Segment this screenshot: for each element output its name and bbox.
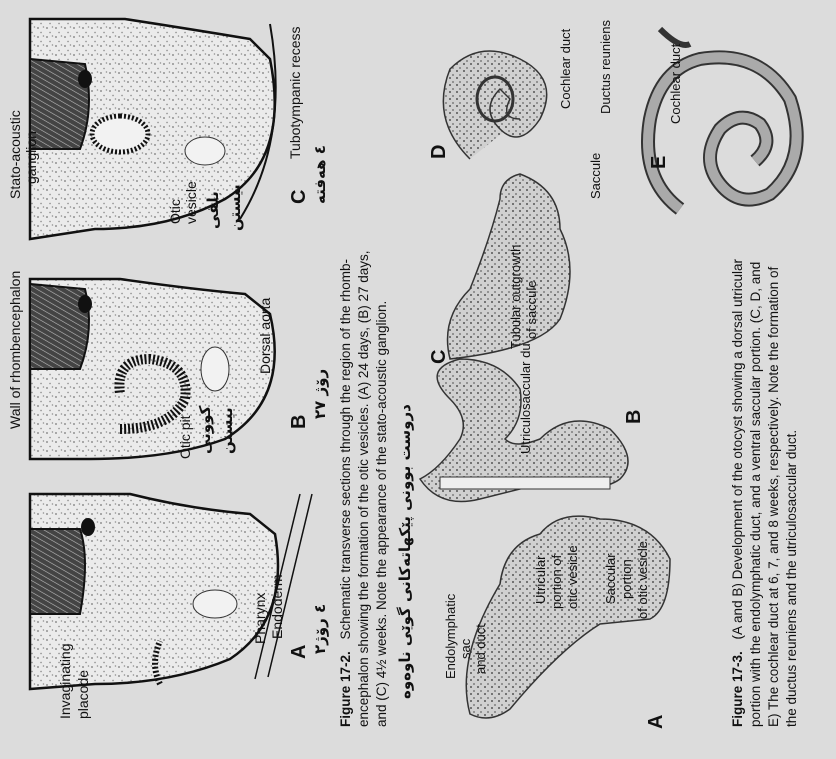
label-tubular: Tubular outgrowth — [508, 245, 523, 349]
label-cochlear-duct-d: Cochlear duct — [558, 28, 573, 109]
panel-b-kurdish-1: كوونى — [196, 405, 214, 454]
fig-17-2-caption-line2: encephalon showing the formation of the … — [356, 250, 371, 727]
label-ductus-reuniens: Ductus reuniens — [598, 20, 613, 114]
fig-17-3-letter-d: D — [428, 145, 450, 159]
label-endoderm: Endoderm — [269, 574, 285, 639]
label-invaginating: Invaginating — [57, 643, 73, 719]
label-saccular-otic: of otic vesicle — [635, 541, 650, 619]
fig-17-2-caption-text1: Schematic transverse sections through th… — [338, 259, 353, 639]
panel-b-letter: B — [288, 415, 310, 429]
fig-17-3-letter-c: C — [428, 350, 450, 364]
figure-17-3: Endolymphatic sac and duct Utricular por… — [420, 20, 799, 729]
panel-c-letter: C — [288, 190, 310, 204]
kurdish-caption: دروست بوونى پێكهاتەكانى گوێى ناوەوە — [396, 404, 415, 699]
label-ganglion: ganglion — [23, 131, 39, 184]
fig-17-3-letter-b: B — [623, 410, 645, 424]
panel-b-kurdish-2: بيستن — [218, 407, 236, 454]
panel-b-diagram — [30, 279, 275, 459]
fig-17-2-caption-line3: and (C) 4½ weeks. Note the appearance of… — [374, 301, 389, 727]
label-endolymphatic-sac: sac — [458, 638, 473, 659]
fig-17-3-caption-label: Figure 17-3. — [730, 651, 745, 727]
label-utricular-otic: otic vesicle — [565, 545, 580, 609]
label-otic-pit: Otic pit — [177, 415, 193, 459]
label-utricular-portion: portion of — [549, 554, 564, 609]
label-utricular: Utricular — [533, 555, 548, 604]
fig-17-3-letter-a: A — [645, 715, 667, 729]
label-saccular-portion: portion — [619, 559, 634, 599]
label-pharynx: Pharynx — [252, 593, 268, 644]
label-saccule: Saccule — [588, 153, 603, 199]
label-stato-acoustic: Stato-acoustic — [7, 110, 23, 199]
panel-c-kurdish-1: بلقى — [204, 191, 222, 229]
label-tubotympanic: Tubotympanic recess — [287, 26, 303, 159]
label-cochlear-duct-e: Cochlear duct — [668, 43, 683, 124]
panel-a-letter: A — [288, 645, 310, 659]
label-of-saccule: of saccule — [524, 280, 539, 339]
panel-c-kurdish-2: بيستن — [226, 184, 244, 231]
label-dorsal-aorta: Dorsal aorta — [257, 298, 273, 374]
fig-17-2-caption-label: Figure 17-2. — [338, 651, 353, 727]
label-wall-rhombencephalon: Wall of rhombencephalon — [7, 271, 23, 429]
label-vesicle: vesicle — [183, 181, 199, 224]
panel-c-note: ٤ هەفتە — [311, 145, 329, 204]
panel-a-note: ۲٤ رۆژ — [311, 604, 329, 654]
fig-17-3-caption-line4: the ductus reuniens and the utriculosacc… — [784, 430, 799, 727]
label-placode: placode — [75, 670, 91, 719]
label-endolymphatic: Endolymphatic — [443, 593, 458, 679]
fig-17-3-letter-e: E — [648, 156, 670, 169]
label-saccular: Saccular — [603, 553, 618, 604]
fig-17-3-caption-text1: (A and B) Development of the otocyst sho… — [730, 259, 745, 640]
fig-17-3-caption-line2: portion with the endolymphatic duct, and… — [748, 262, 763, 727]
figure-17-2: Invaginating placode Pharynx Endoderm A … — [7, 19, 415, 727]
fig-17-2-caption-line1: Figure 17-2. Schematic transverse sectio… — [338, 259, 353, 727]
label-and-duct: and duct — [473, 624, 488, 674]
label-otic: Otic — [167, 199, 183, 224]
label-utriculosaccular: Utriculosaccular duct — [518, 333, 533, 454]
panel-b-note: ۲۷ رۆژ — [311, 369, 329, 419]
fig-17-3-caption-line1: Figure 17-3. (A and B) Development of th… — [730, 259, 745, 727]
fig-17-3-caption-line3: E) The cochlear duct at 6, 7, and 8 week… — [766, 267, 781, 727]
cochlea-d — [443, 51, 546, 159]
